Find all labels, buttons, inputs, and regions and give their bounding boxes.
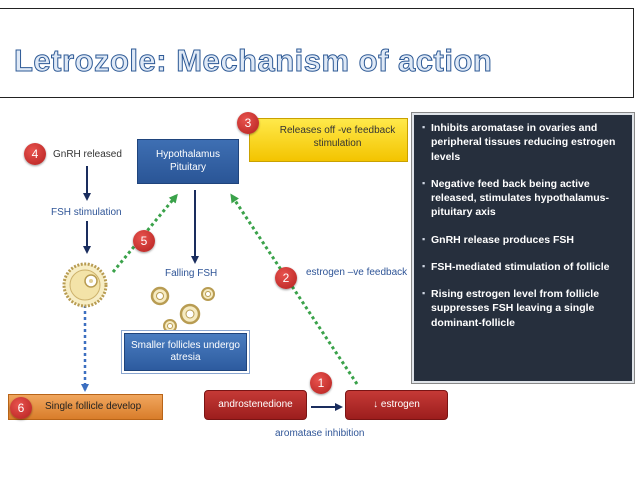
follicle-small-4-icon — [163, 319, 177, 333]
follicle-small-3-icon — [179, 303, 201, 325]
step-6-badge: 6 — [10, 397, 32, 419]
title-banner: Letrozole: Mechanism of action — [0, 8, 634, 98]
step-3-badge: 3 — [237, 112, 259, 134]
bullet-item: GnRH release produces FSH — [422, 233, 626, 247]
step-2-badge: 2 — [275, 267, 297, 289]
gnrh-released-label: GnRH released — [53, 149, 122, 160]
hypothalamus-pituitary-box: Hypothalamus Pituitary — [137, 139, 239, 184]
bullet-item: FSH-mediated stimulation of follicle — [422, 260, 626, 274]
bullet-item: Inhibits aromatase in ovaries and periph… — [422, 121, 626, 164]
falling-fsh-label: Falling FSH — [165, 268, 218, 279]
step-5-badge: 5 — [133, 230, 155, 252]
smaller-follicles-box: Smaller follicles undergo atresia — [124, 333, 247, 371]
bullet-item: Rising estrogen level from follicle supp… — [422, 287, 626, 330]
estrogen-box: ↓ estrogen — [345, 390, 448, 420]
follicle-large-icon — [62, 262, 108, 308]
aromatase-inhibition-label: aromatase inhibition — [275, 428, 365, 439]
follicle-small-2-icon — [201, 287, 215, 301]
bullet-item: Negative feed back being active released… — [422, 177, 626, 220]
single-follicle-box: Single follicle develop — [8, 394, 163, 420]
step-4-badge: 4 — [24, 143, 46, 165]
estrogen-feedback-label: estrogen –ve feedback — [306, 267, 408, 278]
mechanism-bullet-list: Inhibits aromatase in ovaries and periph… — [422, 121, 626, 330]
mechanism-summary-panel: Inhibits aromatase in ovaries and periph… — [412, 113, 634, 383]
androstenedione-box: androstenedione — [204, 390, 307, 420]
releases-feedback-box: Releases off -ve feedback stimulation — [249, 118, 408, 162]
step-1-badge: 1 — [310, 372, 332, 394]
follicle-small-1-icon — [150, 286, 170, 306]
arrow-estrogen-feedback — [230, 193, 359, 385]
slide-title: Letrozole: Mechanism of action — [13, 43, 493, 79]
fsh-stimulation-label: FSH stimulation — [51, 207, 122, 218]
